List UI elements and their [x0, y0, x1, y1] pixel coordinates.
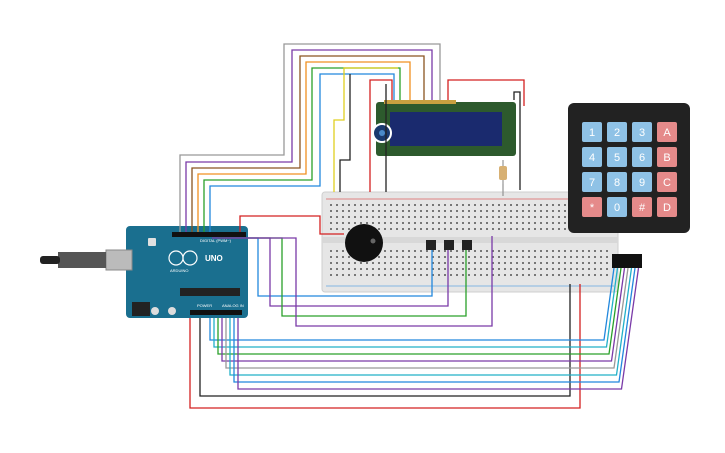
- wire: [212, 236, 493, 327]
- wire: [217, 267, 622, 355]
- wire: [233, 267, 636, 383]
- reset-button[interactable]: [148, 238, 156, 246]
- wire: [237, 267, 640, 390]
- piezo-buzzer[interactable]: [345, 224, 383, 262]
- wire: [213, 267, 619, 348]
- header-analog-label: ANALOG IN: [222, 303, 244, 308]
- keypad-key-7[interactable]: 7: [582, 172, 602, 192]
- wire: [197, 61, 411, 232]
- keypad-key-6[interactable]: 6: [632, 147, 652, 167]
- wire: [209, 267, 615, 341]
- keypad-4x4[interactable]: 1 2 3 A 4 5 6 B 7 8 9 C * 0 # D: [568, 103, 690, 268]
- pushbuttons: [426, 240, 472, 250]
- header-power-label: POWER: [197, 303, 212, 308]
- wires: [179, 43, 640, 409]
- capacitor: [151, 307, 159, 315]
- breadboard-holes: [330, 204, 608, 276]
- keypad-key-D[interactable]: D: [657, 197, 677, 217]
- svg-text:C: C: [663, 177, 671, 189]
- usb-cable: [40, 252, 106, 268]
- wire: [203, 67, 401, 232]
- svg-text:D: D: [663, 202, 671, 214]
- digital-header: [172, 232, 246, 237]
- keypad-key-*[interactable]: *: [582, 197, 602, 217]
- wire: [369, 79, 393, 192]
- svg-text:1: 1: [589, 127, 595, 139]
- wire: [225, 267, 629, 369]
- capacitor: [168, 307, 176, 315]
- keypad-key-3[interactable]: 3: [632, 122, 652, 142]
- usb-port: [105, 249, 133, 271]
- keypad-key-4[interactable]: 4: [582, 147, 602, 167]
- pushbutton-3[interactable]: [462, 240, 472, 250]
- wire: [209, 73, 395, 232]
- svg-text:2: 2: [614, 127, 620, 139]
- lcd-screen: [390, 112, 502, 146]
- wire: [333, 67, 398, 192]
- wire: [229, 267, 633, 376]
- svg-text:7: 7: [589, 177, 595, 189]
- board-label: UNO: [205, 254, 223, 263]
- svg-text:4: 4: [589, 152, 595, 164]
- pushbutton-2[interactable]: [444, 240, 454, 250]
- svg-text:0: 0: [614, 202, 620, 214]
- keypad-key-1[interactable]: 1: [582, 122, 602, 142]
- svg-text:5: 5: [614, 152, 620, 164]
- keypad-key-8[interactable]: 8: [607, 172, 627, 192]
- pushbutton-1[interactable]: [426, 240, 436, 250]
- resistor[interactable]: [499, 160, 507, 184]
- wire: [185, 49, 433, 232]
- header-digital-label: DIGITAL (PWM~): [200, 238, 232, 243]
- svg-text:A: A: [663, 127, 671, 139]
- svg-text:B: B: [663, 152, 670, 164]
- lcd-pins: [384, 100, 456, 104]
- wire: [239, 215, 344, 235]
- lcd-display[interactable]: [372, 100, 516, 156]
- wire: [513, 91, 521, 190]
- wire: [191, 55, 425, 232]
- keypad-keys: 1 2 3 A 4 5 6 B 7 8 9 C * 0 # D: [582, 122, 677, 217]
- svg-text:*: *: [590, 202, 595, 214]
- keypad-key-B[interactable]: B: [657, 147, 677, 167]
- keypad-key-C[interactable]: C: [657, 172, 677, 192]
- keypad-connector: [612, 254, 642, 268]
- svg-text:3: 3: [639, 127, 645, 139]
- keypad-key-A[interactable]: A: [657, 122, 677, 142]
- svg-text:9: 9: [639, 177, 645, 189]
- atmega-chip: [180, 288, 240, 296]
- svg-text:8: 8: [614, 177, 620, 189]
- svg-text:6: 6: [639, 152, 645, 164]
- wire: [179, 43, 441, 232]
- keypad-key-2[interactable]: 2: [607, 122, 627, 142]
- svg-text:#: #: [639, 202, 646, 214]
- wire: [339, 74, 351, 192]
- wire: [221, 267, 626, 362]
- analog-header: [190, 310, 242, 315]
- keypad-key-5[interactable]: 5: [607, 147, 627, 167]
- keypad-key-9[interactable]: 9: [632, 172, 652, 192]
- wire: [447, 79, 525, 106]
- power-jack: [132, 302, 150, 316]
- keypad-key-#[interactable]: #: [632, 197, 652, 217]
- wire: [189, 284, 581, 409]
- board-sublabel: ARDUINO: [170, 268, 188, 273]
- keypad-key-0[interactable]: 0: [607, 197, 627, 217]
- arduino-uno-board[interactable]: UNO ARDUINO DIGITAL (PWM~) POWER ANALOG …: [105, 226, 248, 318]
